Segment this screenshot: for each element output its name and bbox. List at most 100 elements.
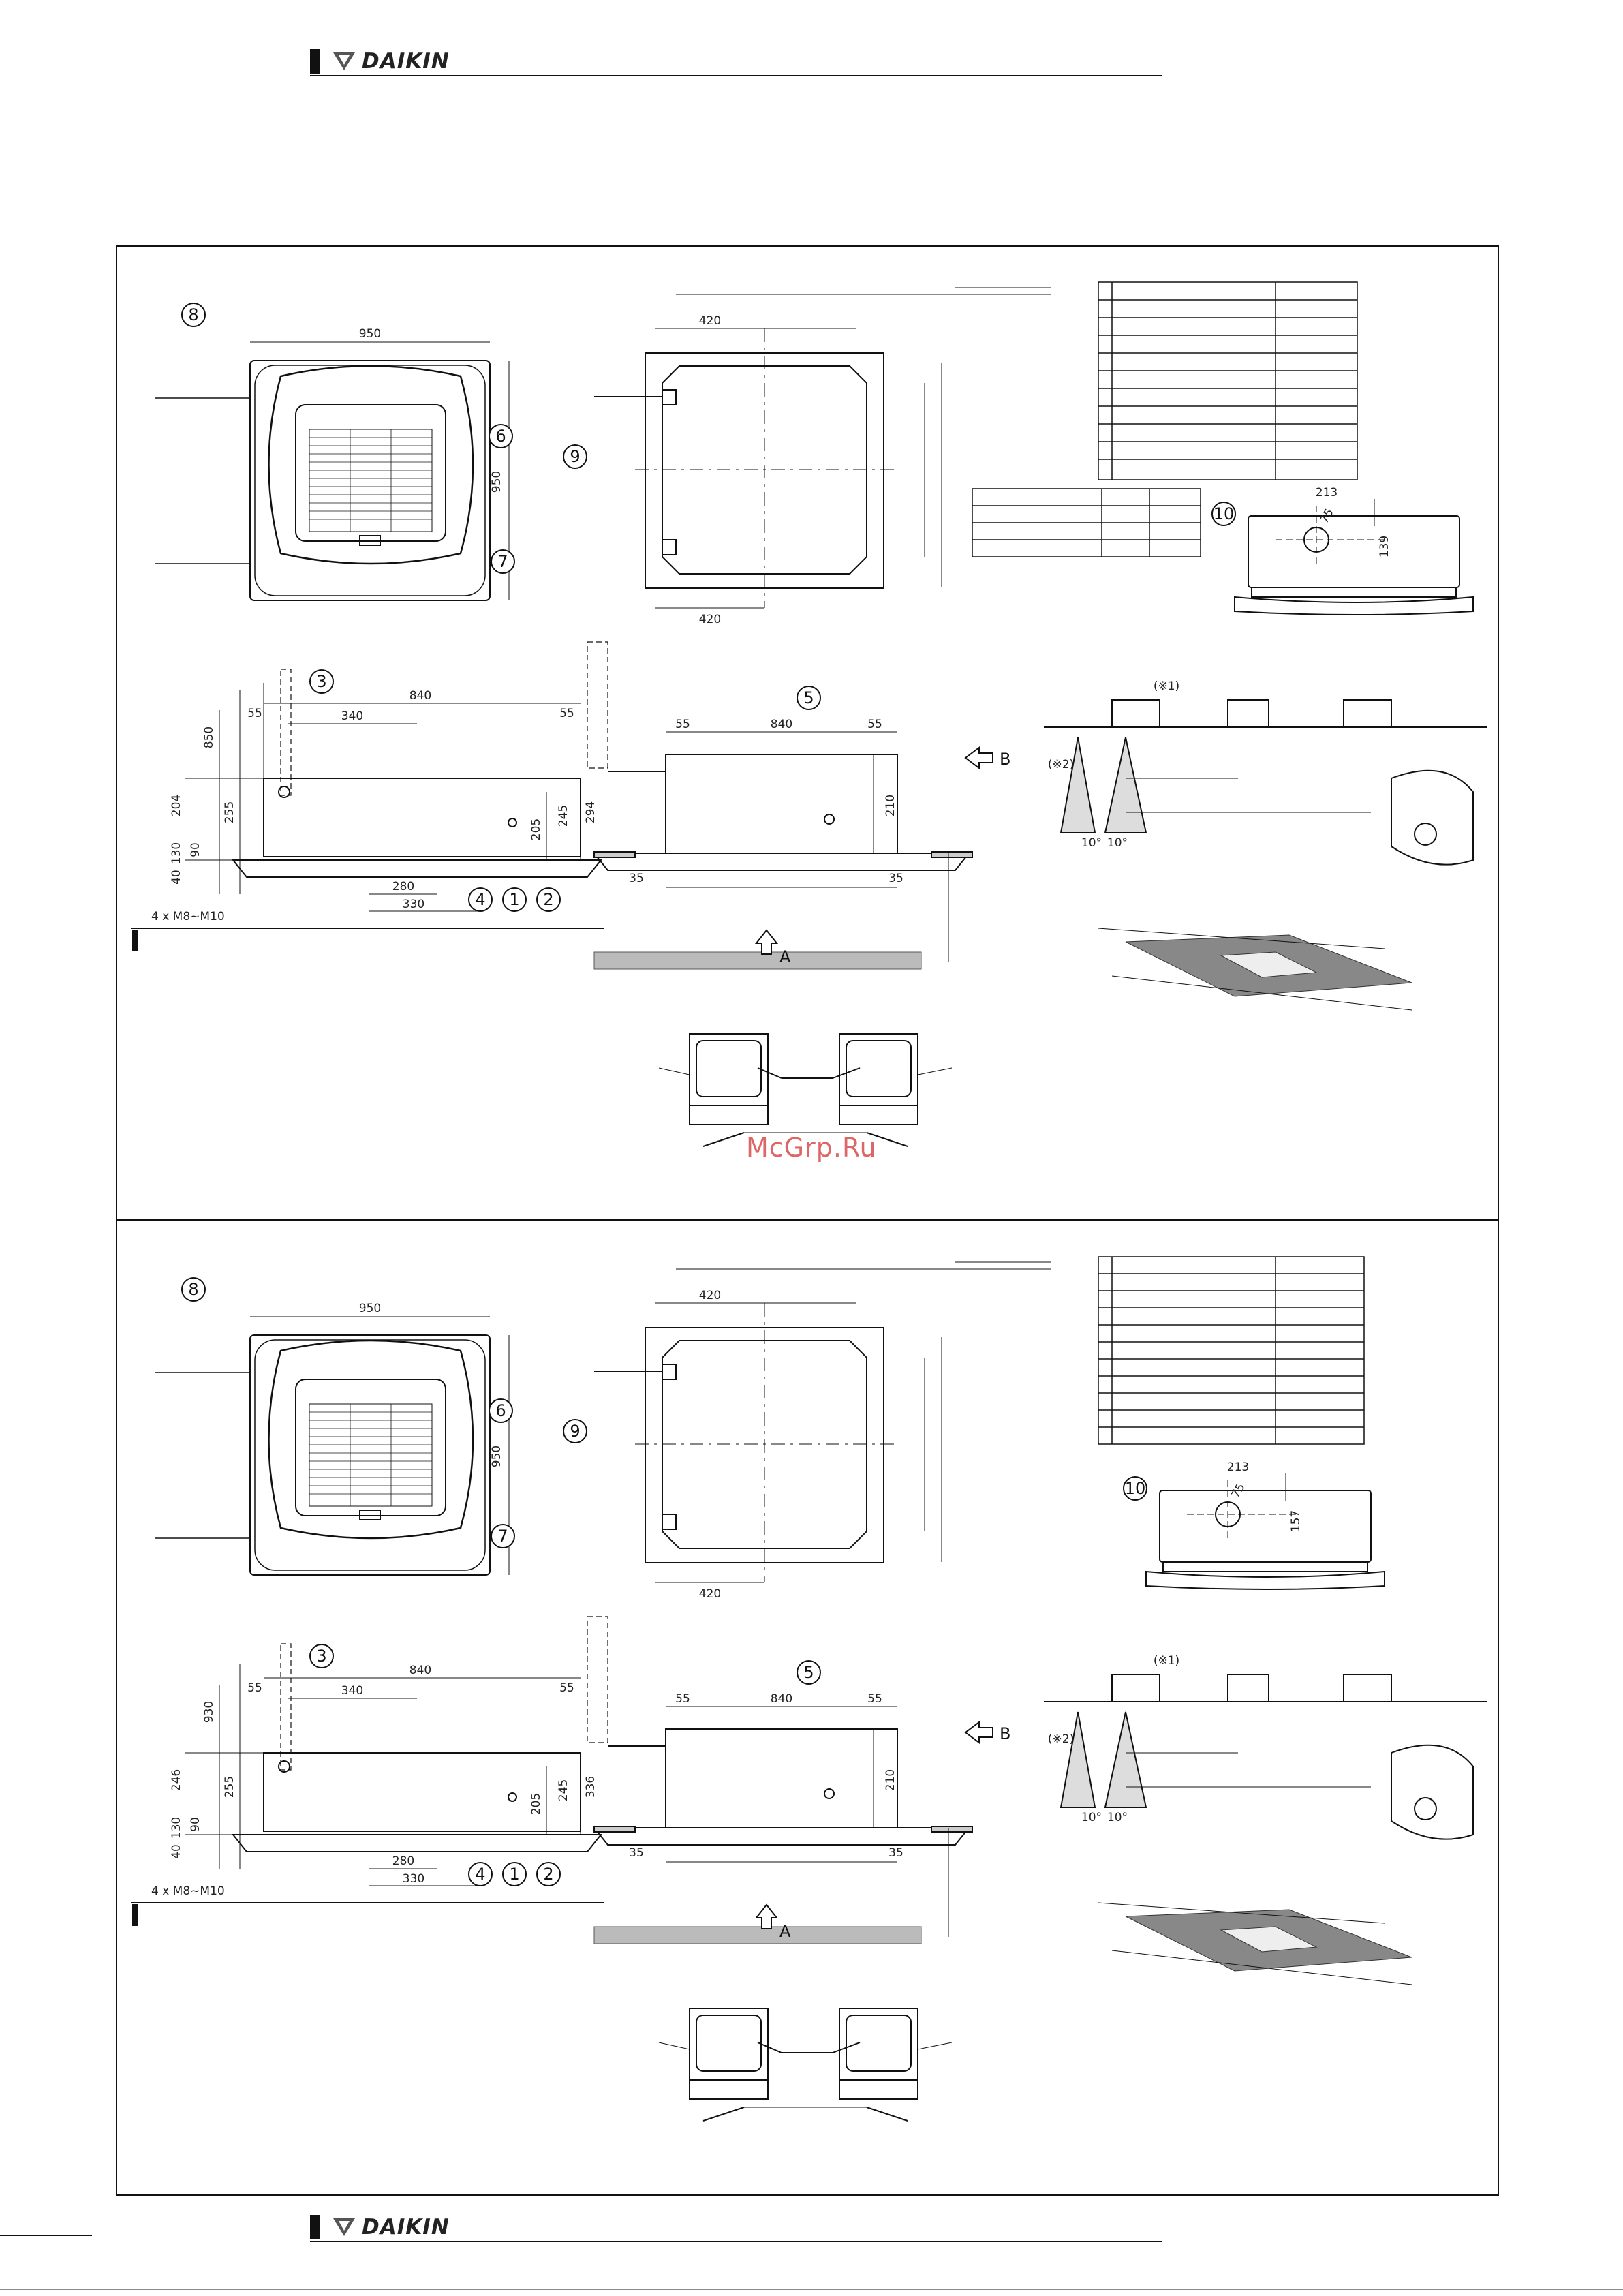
bolt-spec-p2: 4 x M8~M10 (151, 1884, 225, 1898)
angle-1-p2: 10° (1081, 1811, 1102, 1824)
dim-plan-bottom-p2: 420 (699, 1587, 721, 1601)
plan-view-2 (594, 1261, 1051, 1583)
dim-side-h4-p2: 130 (170, 1817, 183, 1839)
spec-table-2 (1098, 1256, 1365, 1445)
note-1: (※1) (1154, 679, 1179, 693)
arrow-b-label-p2: B (1000, 1724, 1010, 1743)
side-view-2 (185, 1643, 603, 1886)
dim-side-h4: 130 (170, 842, 183, 864)
dim-mini-d-p2: 75 (1229, 1481, 1248, 1501)
dim-side-h2-p2: 246 (170, 1769, 183, 1791)
small-table (972, 488, 1201, 557)
top-view-unit (155, 341, 510, 601)
arrow-b-label: B (1000, 750, 1010, 769)
callout-4-p2: 4 (475, 1865, 485, 1884)
callout-circles-2 (181, 1277, 1147, 1886)
watermark: McGrp.Ru (746, 1133, 877, 1163)
arrow-a-icon (754, 929, 779, 955)
callout-9-p2: 9 (570, 1422, 580, 1441)
callout-5-p2: 5 (803, 1663, 814, 1682)
bolt-spec: 4 x M8~M10 (151, 910, 225, 923)
header-rule (310, 75, 1162, 76)
dim-side-h5: 90 (189, 842, 202, 857)
top-view-unit-2 (155, 1316, 510, 1576)
daikin-logo: DAIKIN (330, 49, 450, 74)
callout-3: 3 (316, 672, 326, 691)
dim-top-width-p2: 950 (359, 1302, 381, 1315)
dim-mini-h: 139 (1378, 536, 1391, 557)
dim-top-width: 950 (359, 327, 381, 341)
dim-top-height: 950 (490, 471, 504, 493)
header-marker (310, 49, 320, 74)
dim-side-r3-p2: 336 (584, 1776, 598, 1798)
callout-circles (181, 303, 1236, 912)
daikin-logo-icon (333, 52, 355, 70)
callout-10-p2: 10 (1125, 1479, 1146, 1498)
arrow-a-label: A (779, 947, 791, 966)
dim-side-r2-p2: 245 (557, 1779, 570, 1801)
callout-8-p2: 8 (188, 1280, 198, 1299)
side-view (185, 669, 603, 912)
dim-side-h3-p2: 255 (223, 1776, 236, 1798)
callout-7-p2: 7 (497, 1527, 508, 1546)
installation-view (1044, 699, 1487, 866)
plan-view (594, 287, 1051, 609)
dim-side-r2: 245 (557, 805, 570, 827)
dim-plan-bottom: 420 (699, 613, 721, 626)
note-2-p2: (※2) (1048, 1732, 1074, 1746)
dim-side-h5-p2: 90 (189, 1817, 202, 1832)
dim-mini-d: 75 (1318, 506, 1337, 526)
ceiling-opening (1098, 928, 1412, 1011)
dim-front-right-p2: 55 (867, 1692, 882, 1706)
callout-3-p2: 3 (316, 1647, 326, 1666)
callout-1: 1 (509, 890, 519, 909)
angle-2: 10° (1107, 836, 1128, 850)
footer-marker (310, 2215, 320, 2239)
drawing-frame (116, 245, 1499, 2196)
dim-front-right: 55 (867, 718, 882, 731)
dim-side-b2: 330 (403, 898, 424, 911)
dim-top-height-p2: 950 (490, 1445, 504, 1467)
dim-side-b2-p2: 330 (403, 1872, 424, 1886)
dim-side-inner-p2: 340 (341, 1684, 363, 1698)
callout-9: 9 (570, 447, 580, 466)
note-1-p2: (※1) (1154, 1654, 1179, 1668)
dim-front-h: 210 (884, 795, 897, 816)
drawing-panel-1: 8 6 7 9 10 3 5 4 1 2 950 950 420 420 840… (117, 247, 1498, 1219)
dim-side-h2: 204 (170, 795, 183, 816)
callout-7: 7 (497, 552, 508, 571)
dim-front-total: 840 (771, 718, 792, 731)
angle-1: 10° (1081, 836, 1102, 850)
dim-side-right-p2: 55 (559, 1681, 574, 1695)
mini-unit (1234, 499, 1474, 615)
callout-1-p2: 1 (509, 1865, 519, 1884)
dim-front-b1-p2: 35 (629, 1846, 644, 1860)
callout-6: 6 (495, 427, 506, 446)
dim-side-inner: 340 (341, 709, 363, 723)
footer-rule (310, 2241, 1162, 2242)
dim-front-total-p2: 840 (771, 1692, 792, 1706)
arrow-b-icon (964, 746, 993, 769)
dim-side-left: 55 (247, 707, 262, 720)
panel-2-drawing: 8 6 7 9 10 3 5 4 1 2 950 950 420 420 840… (131, 1256, 1487, 2122)
dim-front-left: 55 (675, 718, 690, 731)
footer-brand: DAIKIN (362, 2215, 450, 2239)
arrow-b-icon-2 (964, 1721, 993, 1744)
dim-side-r3: 294 (584, 801, 598, 823)
callout-5: 5 (803, 688, 814, 707)
arrow-a-icon-2 (754, 1903, 779, 1929)
callout-6-p2: 6 (495, 1401, 506, 1420)
ceiling-opening-2 (1098, 1902, 1412, 1985)
floor-hatch (593, 951, 922, 970)
page-header: DAIKIN (310, 49, 1162, 90)
dim-side-left-p2: 55 (247, 1681, 262, 1695)
arrow-a-label-p2: A (779, 1922, 791, 1941)
dim-side-h1: 850 (202, 726, 216, 748)
dim-mini-w-p2: 213 (1227, 1460, 1249, 1474)
dim-side-r1-p2: 205 (529, 1793, 543, 1815)
callout-4: 4 (475, 890, 485, 909)
page-footer: DAIKIN (310, 2215, 1162, 2256)
dim-side-total: 840 (409, 689, 431, 703)
footer-margin-line (0, 2235, 92, 2236)
dim-front-b2-p2: 35 (888, 1846, 903, 1860)
